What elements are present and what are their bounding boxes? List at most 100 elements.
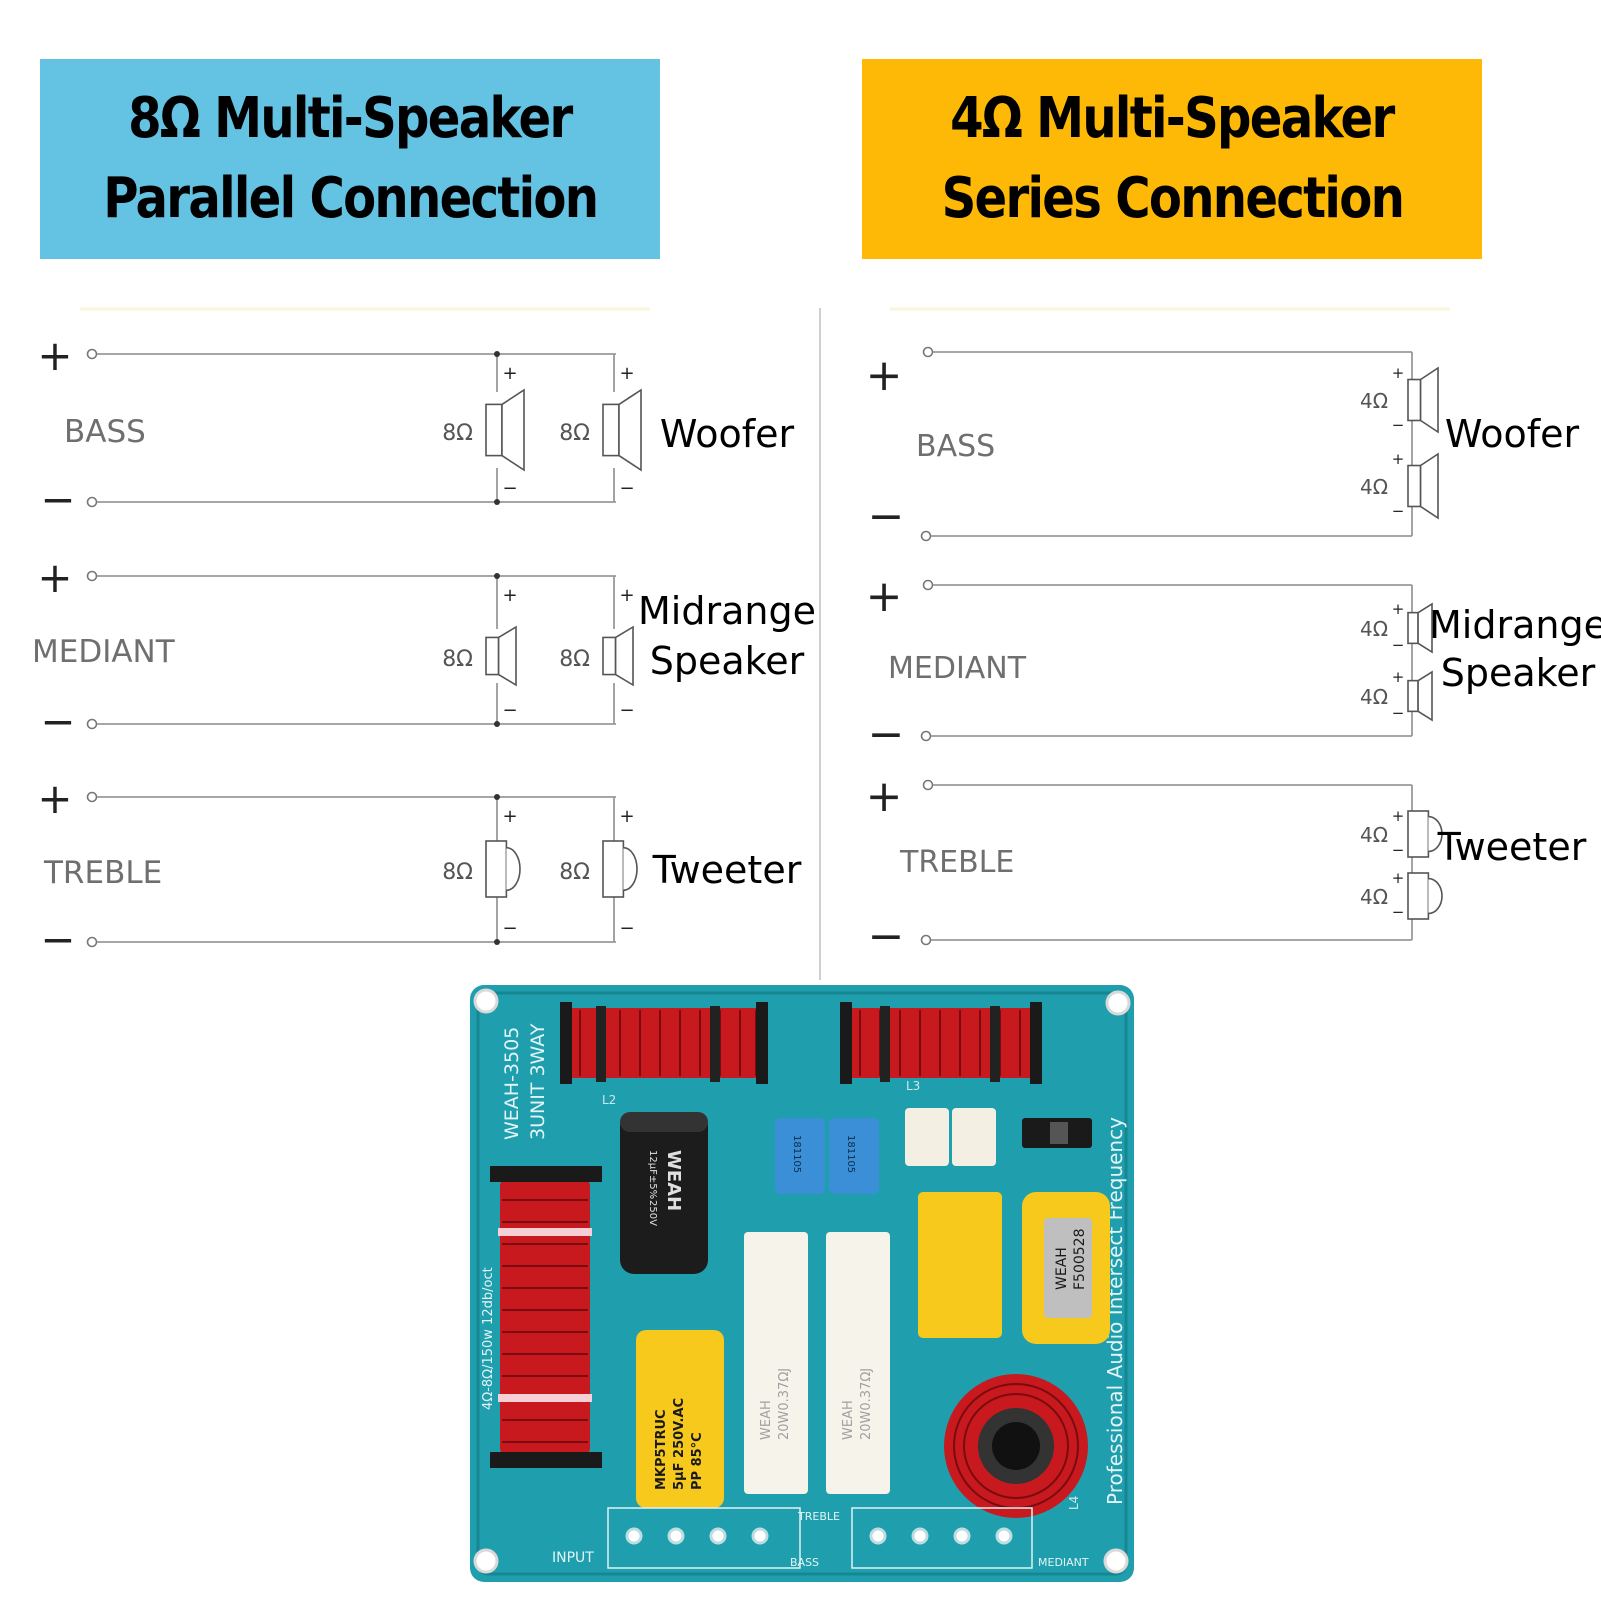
- plus-sign: +: [37, 774, 72, 823]
- parallel-title-line1: 8Ω Multi-Speaker: [128, 86, 573, 151]
- terminal-node: [86, 570, 98, 582]
- speaker-cone-icon: [1417, 670, 1433, 722]
- board-model: WEAH-3505: [501, 1027, 523, 1140]
- inductor-coil-l4: [944, 1374, 1088, 1518]
- speaker-cone-icon: [501, 388, 525, 472]
- polarity-plus: +: [619, 363, 634, 384]
- speaker-cone-icon: [1419, 452, 1439, 520]
- label-l2: L2: [602, 1093, 616, 1107]
- polarity-minus: −: [619, 700, 634, 721]
- svg-text:WEAH: WEAH: [1054, 1247, 1070, 1290]
- cream-capacitor: [952, 1108, 996, 1166]
- terminal-pad: [911, 1527, 929, 1545]
- polarity-minus: −: [502, 918, 517, 939]
- polarity-minus: −: [1392, 502, 1405, 520]
- polarity-minus: −: [502, 700, 517, 721]
- series-title-line1: 4Ω Multi-Speaker: [950, 86, 1395, 151]
- terminal-block-input: [607, 1507, 801, 1569]
- polarity-plus: +: [1392, 807, 1405, 825]
- polarity-plus: +: [619, 585, 634, 606]
- svg-text:20W0.37ΩJ: 20W0.37ΩJ: [859, 1368, 874, 1440]
- terminal-node: [920, 730, 932, 742]
- yellow-capacitor-mkp: MKP5TRUC 5μF 250V.AC PP 85°C: [636, 1330, 724, 1508]
- speaker-name-bass: Woofer: [1445, 412, 1580, 456]
- terminal-pad: [709, 1527, 727, 1545]
- minus-sign: −: [40, 475, 75, 524]
- series-title-banner: 4Ω Multi-Speaker Series Connection: [862, 59, 1482, 259]
- inductor-coil-l3: [840, 1002, 1042, 1084]
- inductor-coil-l2: [560, 1002, 768, 1084]
- label-bass: BASS: [790, 1556, 819, 1569]
- speaker-magnet: [602, 636, 617, 676]
- svg-text:MKP5TRUC: MKP5TRUC: [654, 1409, 669, 1490]
- minus-sign: −: [868, 911, 905, 962]
- tweeter-body: [1407, 810, 1430, 858]
- cream-capacitor: [905, 1108, 949, 1166]
- terminal-node: [920, 530, 932, 542]
- band-label-treble: TREBLE: [43, 855, 162, 891]
- terminal-pad: [667, 1527, 685, 1545]
- speaker-magnet: [485, 403, 503, 457]
- polarity-minus: −: [1392, 903, 1405, 921]
- speaker-cone-icon: [618, 388, 642, 472]
- speaker-cone-icon: [497, 625, 517, 687]
- black-capacitor: 12μF±5% 250V WEAH: [620, 1112, 708, 1274]
- tweeter-body: [485, 840, 508, 898]
- speaker-name-mediant: Midrange: [638, 589, 816, 633]
- impedance-label: 4Ω: [1360, 475, 1388, 499]
- plus-sign: +: [866, 350, 903, 401]
- parallel-title-line2: Parallel Connection: [102, 166, 599, 231]
- plus-sign: +: [866, 771, 903, 822]
- mount-hole: [1103, 1548, 1129, 1574]
- series-title-line2: Series Connection: [941, 166, 1404, 231]
- label-input: INPUT: [552, 1550, 594, 1566]
- polarity-plus: +: [1392, 450, 1405, 468]
- terminal-node: [86, 791, 98, 803]
- band-label-bass: BASS: [64, 414, 146, 450]
- speaker-magnet: [1407, 679, 1419, 713]
- svg-text:12μF±5%: 12μF±5%: [647, 1150, 658, 1199]
- slide-switch: [1022, 1118, 1092, 1148]
- terminal-node: [86, 936, 98, 948]
- band-label-mediant: MEDIANT: [888, 651, 1027, 686]
- impedance-label: 4Ω: [1360, 885, 1388, 909]
- terminal-pad: [625, 1527, 643, 1545]
- band-label-treble: TREBLE: [899, 845, 1014, 880]
- junction-dot: [494, 351, 500, 357]
- polarity-plus: +: [502, 585, 517, 606]
- terminal-node: [920, 934, 932, 946]
- polarity-minus: −: [1392, 704, 1405, 722]
- svg-text:20W0.37ΩJ: 20W0.37ΩJ: [777, 1368, 792, 1440]
- mount-hole: [473, 988, 499, 1014]
- terminal-node: [922, 346, 934, 358]
- polarity-plus: +: [1392, 869, 1405, 887]
- polarity-plus: +: [502, 806, 517, 827]
- terminal-pad: [869, 1527, 887, 1545]
- label-l4: L4: [1067, 1496, 1081, 1510]
- speaker-name-treble: Tweeter: [652, 848, 802, 892]
- speaker-name-bass: Woofer: [660, 412, 795, 456]
- tweeter-dome-icon: [623, 846, 638, 892]
- impedance-label: 8Ω: [559, 421, 590, 446]
- svg-text:181105: 181105: [845, 1135, 856, 1173]
- plus-sign: +: [866, 571, 903, 622]
- speaker-name-mediant: Midrange: [1429, 603, 1601, 647]
- label-treble: TREBLE: [797, 1510, 840, 1523]
- minus-sign: −: [868, 709, 905, 760]
- minus-sign: −: [40, 915, 75, 964]
- tweeter-body: [602, 840, 625, 898]
- tweeter-dome-icon: [1428, 815, 1443, 853]
- impedance-label: 4Ω: [1360, 823, 1388, 847]
- speaker-magnet: [1407, 611, 1419, 645]
- svg-text:181105: 181105: [791, 1135, 802, 1173]
- polarity-plus: +: [1392, 364, 1405, 382]
- cement-resistor: WEAH 20W0.37ΩJ: [826, 1232, 890, 1494]
- svg-text:WEAH: WEAH: [663, 1150, 684, 1211]
- plus-sign: +: [37, 553, 72, 602]
- speaker-cone-icon: [1419, 366, 1439, 434]
- speaker-magnet: [602, 403, 620, 457]
- terminal-block-output: [851, 1507, 1033, 1569]
